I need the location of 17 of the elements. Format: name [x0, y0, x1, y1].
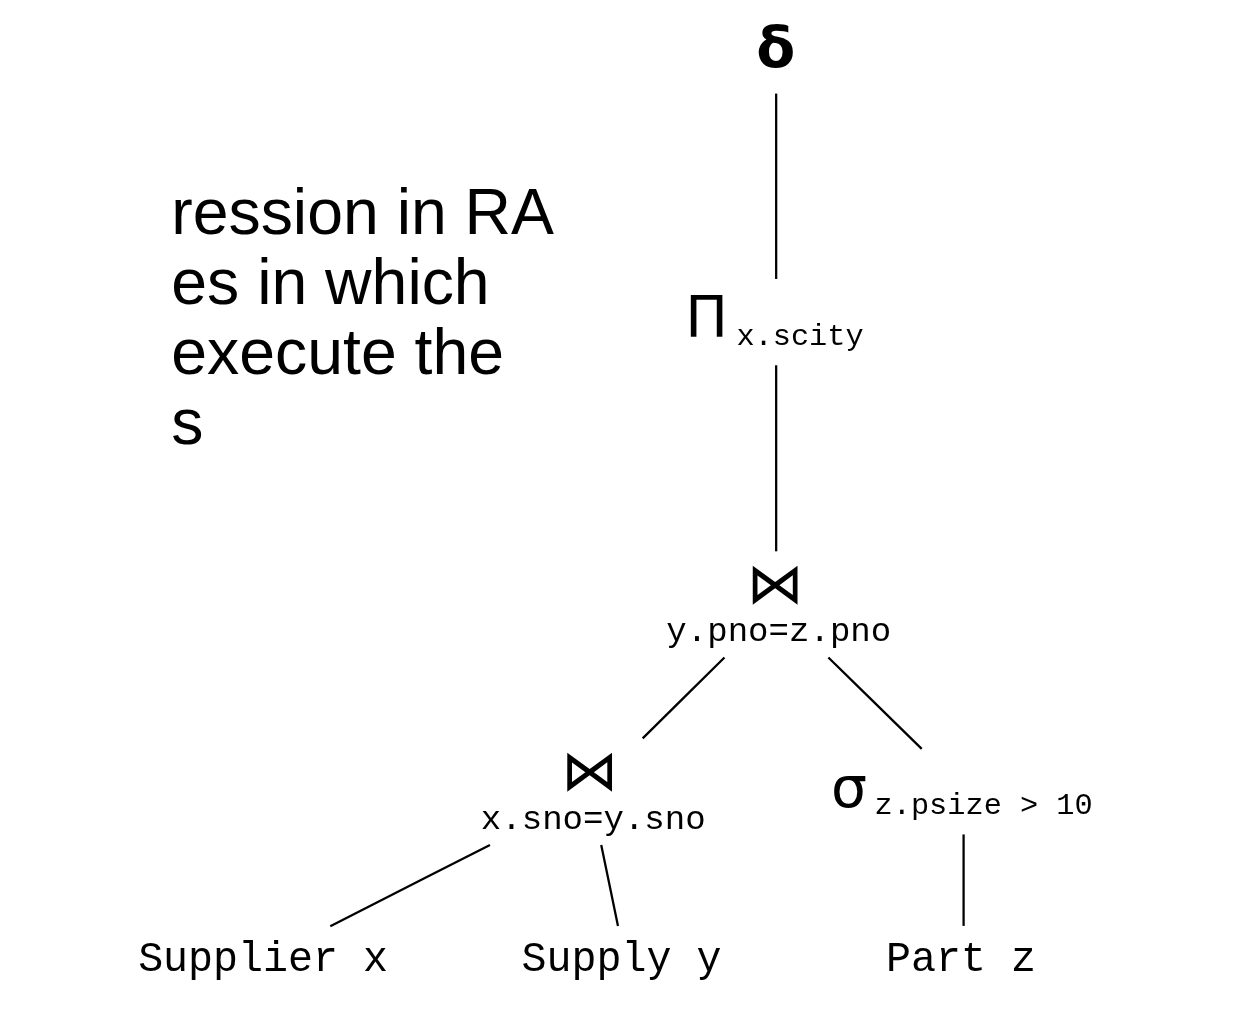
connector — [641, 656, 726, 740]
node-text: Supply y — [521, 935, 722, 984]
node-text: ⋈ y.pno=z.pno — [666, 549, 892, 652]
node-text: ⋈ x.sno=y.sno — [480, 736, 706, 839]
connector — [962, 834, 965, 926]
node-text: δ — [756, 13, 796, 80]
connector — [827, 656, 923, 750]
label: execute the — [171, 315, 505, 388]
connector — [775, 365, 778, 552]
label: s — [171, 385, 204, 458]
connector — [600, 844, 620, 927]
node-text: Part z — [885, 935, 1036, 984]
node-text: Supplier x — [138, 935, 389, 984]
label: ression in RA — [171, 175, 555, 248]
label: es in which — [171, 245, 490, 318]
connector — [329, 843, 491, 928]
connector — [775, 93, 778, 279]
